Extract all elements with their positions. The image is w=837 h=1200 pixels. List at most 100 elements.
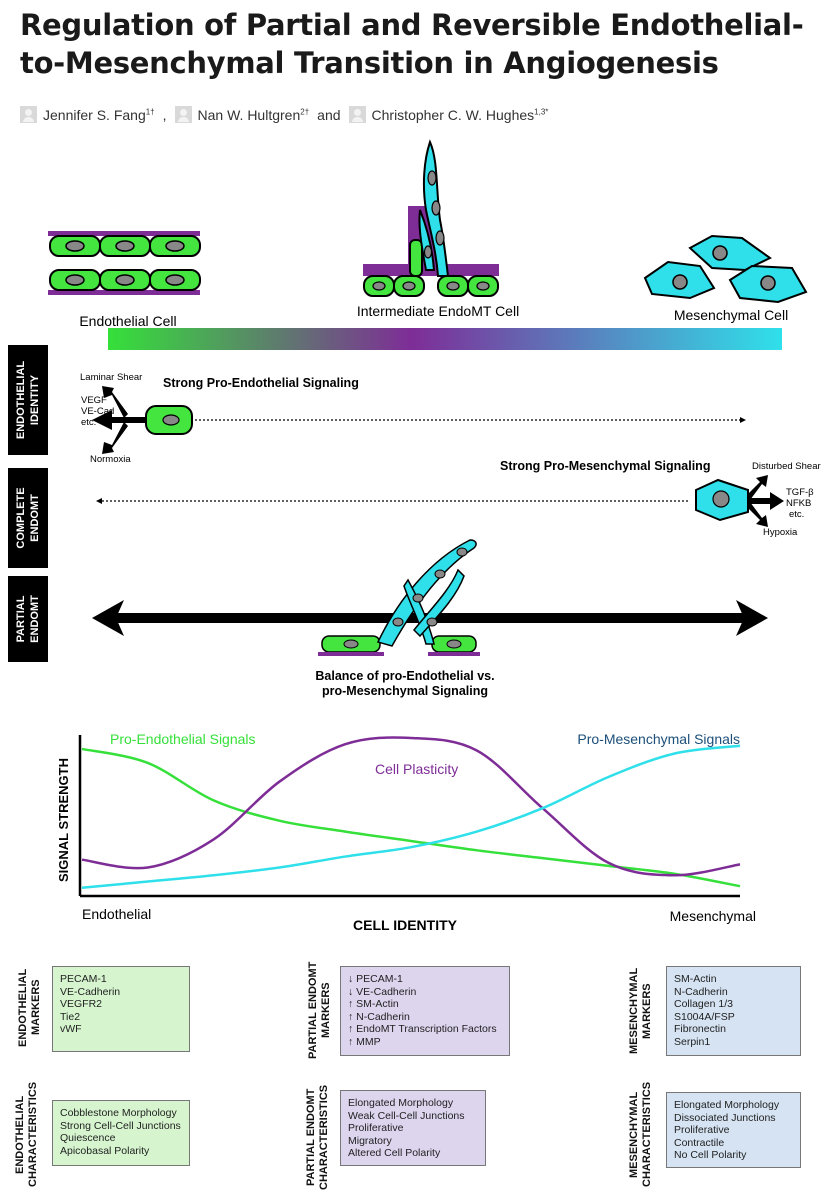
intermediate-cell-icon [363,139,499,297]
mesenchymal-characteristics-box: Elongated Morphology Dissociated Junctio… [666,1092,801,1168]
author-list: Jennifer S. Fang1† , Nan W. Hultgren2† a… [20,106,548,123]
normoxia-label: Normoxia [90,454,131,465]
disturbed-shear-label: Disturbed Shear [752,461,821,472]
endothelial-characteristics-box: Cobblestone Morphology Strong Cell-Cell … [52,1100,190,1166]
identity-factor-1: VEGF [81,395,107,406]
marker-item: Collagen 1/3 [674,998,733,1010]
signal-strength-chart: SIGNAL STRENGTH CELL IDENTITY Endothelia… [56,731,756,933]
partial-markers-box: ↓ PECAM-1 ↓ VE-Cadherin ↑ SM-Actin ↑ N-C… [340,966,510,1056]
complete-factor-1: TGF-β [786,487,814,498]
section-complete-line2: ENDOMT [29,494,41,542]
marker-item: Serpin1 [674,1035,711,1048]
laminar-shear-label: Laminar Shear [80,372,142,383]
marker-item: ↑ EndoMT Transcription Factors [348,1023,497,1035]
section-partial: PARTIAL ENDOMT [8,576,48,662]
author-affiliation: 1† [145,106,155,116]
section-identity-line1: ENDOTHELIAL [15,361,27,440]
marker-item: vWF [60,1023,82,1035]
mesenchymal-markers-box: SM-Actin N-Cadherin Collagen 1/3 S1004A/… [666,966,801,1056]
complete-factor-2: NFKB [786,498,811,509]
author-2[interactable]: Nan W. Hultgren2† [174,106,310,123]
characteristic-item: Strong Cell-Cell Junctions [60,1119,181,1132]
figure-graphic: Endothelial Cell Intermediate EndoMT Cel… [8,139,821,933]
author-separator: , [162,106,167,123]
series-label-mesenchymal: Pro-Mesenchymal Signals [577,731,740,747]
author-affiliation: 1,3* [534,106,549,116]
marker-item: N-Cadherin [674,985,728,998]
characteristic-item: Proliferative [674,1124,730,1136]
marker-item: Tie2 [60,1010,81,1023]
mesenchymal-nuclei [672,245,776,291]
author-1[interactable]: Jennifer S. Fang1† [20,106,155,123]
characteristic-item: Contractile [674,1136,725,1149]
marker-item: Fibronectin [674,1023,726,1035]
characteristic-item: Apicobasal Polarity [60,1144,150,1157]
author-name: Christopher C. W. Hughes [371,106,535,123]
marker-item: PECAM-1 [60,973,107,985]
characteristic-item: Proliferative [348,1122,404,1134]
marker-item: VEGFR2 [60,998,103,1010]
characteristic-item: Dissociated Junctions [674,1111,776,1124]
marker-item: ↑ MMP [348,1035,381,1048]
partial-sprout-icon [318,539,480,656]
characteristic-item: Elongated Morphology [348,1097,454,1109]
series-line-0 [81,747,741,888]
identity-factor-2: VE-Cad [81,406,114,417]
marker-item: VE-Cadherin [60,985,121,998]
section-complete-line1: COMPLETE [15,487,27,548]
partial-caption-line2: pro-Mesenchymal Signaling [322,684,488,698]
mesenchymal-cell-icon [643,234,808,304]
endothelial-markers-box: PECAM-1 VE-Cadherin VEGFR2 Tie2 vWF [52,966,190,1052]
series-label-plasticity: Cell Plasticity [375,761,458,777]
paper-title: Regulation of Partial and Reversible End… [20,8,804,80]
intermediate-cell-label: Intermediate EndoMT Cell [357,303,519,319]
characteristic-item: Migratory [348,1134,392,1147]
section-partial-line2: ENDOMT [29,595,41,643]
identity-arrows-icon [92,386,150,454]
complete-arrows-icon [740,475,784,527]
section-identity: ENDOTHELIAL IDENTITY [8,345,48,455]
section-complete: COMPLETE ENDOMT [8,468,48,568]
marker-item: ↑ N-Cadherin [348,1010,410,1023]
avatar-icon [348,106,366,123]
characteristic-item: No Cell Polarity [674,1149,747,1161]
characteristic-item: Altered Cell Polarity [348,1147,441,1159]
marker-item: S1004A/FSP [674,1010,735,1023]
pro-endothelial-heading: Strong Pro-Endothelial Signaling [163,376,359,390]
partial-caption-line1: Balance of pro-Endothelial vs. [315,669,494,683]
hypoxia-label: Hypoxia [763,527,798,538]
characteristic-item: Cobblestone Morphology [60,1107,177,1119]
section-partial-line1: PARTIAL [15,595,27,642]
characteristic-item: Elongated Morphology [674,1099,780,1111]
endothelial-cell-icon [48,231,201,295]
pro-mesenchymal-heading: Strong Pro-Mesenchymal Signaling [500,459,710,473]
author-name: Jennifer S. Fang [43,106,146,123]
avatar-icon [20,106,37,123]
characteristic-item: Quiescence [60,1132,116,1144]
marker-item: ↑ SM-Actin [348,998,399,1010]
series-line-1 [81,736,741,877]
author-affiliation: 2† [300,106,310,116]
marker-item: SM-Actin [674,973,717,985]
series-label-endothelial: Pro-Endothelial Signals [110,731,256,747]
series-line-2 [81,744,741,890]
partial-characteristics-box: Elongated Morphology Weak Cell-Cell Junc… [340,1090,486,1166]
x-axis-label: CELL IDENTITY [353,917,458,933]
y-axis-label: SIGNAL STRENGTH [56,758,71,882]
avatar-icon [174,106,192,123]
author-name: Nan W. Hultgren [197,106,301,123]
complete-factor-3: etc. [789,509,804,520]
author-separator: and [317,106,341,123]
marker-item: ↓ PECAM-1 [348,973,403,985]
identity-gradient-bar [108,328,782,350]
author-3[interactable]: Christopher C. W. Hughes1,3* [348,106,549,123]
characteristic-item: Weak Cell-Cell Junctions [348,1109,465,1122]
x-tick-label-end: Mesenchymal [670,908,756,924]
endothelial-cell-label: Endothelial Cell [79,313,176,329]
section-identity-line2: IDENTITY [29,374,41,425]
x-tick-label-start: Endothelial [82,906,151,922]
